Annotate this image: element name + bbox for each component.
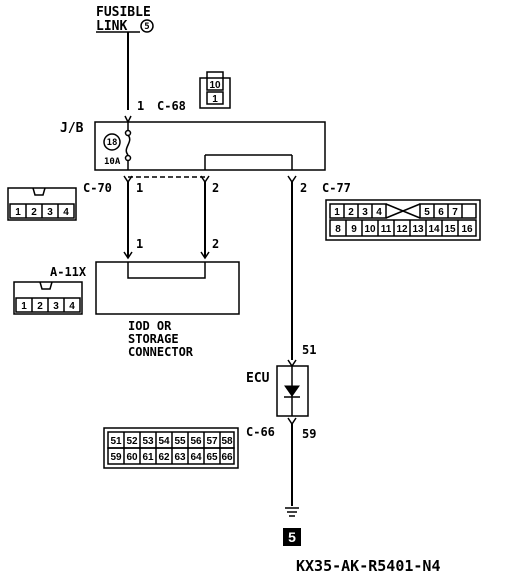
storage-connector-name-line2: STORAGE xyxy=(128,332,179,346)
c66-pin-cell: 62 xyxy=(158,452,170,463)
c77-label: C-77 xyxy=(322,181,351,195)
c66-pin-cell: 57 xyxy=(206,436,218,447)
a11x-label: A-11X xyxy=(50,265,87,279)
c66-pin-cell: 51 xyxy=(110,436,122,447)
c70-pin-right: 2 xyxy=(212,181,219,195)
c70-pin-cell: 1 xyxy=(15,207,21,218)
ecu-pin-out: 59 xyxy=(302,427,316,441)
c66-pin-cell: 56 xyxy=(190,436,202,447)
fusible-link-label-line1: FUSIBLE xyxy=(96,5,151,20)
c66-pin-cell: 54 xyxy=(158,436,170,447)
ground-number: 5 xyxy=(288,529,296,545)
c66-pin-cell: 58 xyxy=(221,436,233,447)
c70-pin-cell: 4 xyxy=(63,207,69,218)
junction-block xyxy=(94,121,326,171)
ecu-pin-out-arrow xyxy=(287,417,297,426)
ground-number-box xyxy=(283,528,301,546)
c77-pin-cell: 1 xyxy=(334,207,340,218)
c77-pin-cell: 5 xyxy=(424,207,430,218)
c66-pin-cell: 60 xyxy=(126,452,138,463)
c70-pin-left: 1 xyxy=(136,181,143,195)
jb-label: J/B xyxy=(60,121,84,136)
fuse-symbol xyxy=(124,129,132,162)
c77-pin-cell: 13 xyxy=(412,224,424,235)
ecu-pin-in: 51 xyxy=(302,343,316,357)
c70-pin-cell: 2 xyxy=(31,207,37,218)
ecu-pin-in-arrow xyxy=(287,359,297,368)
a11x-pin-left: 1 xyxy=(136,237,143,251)
c77-connector-icon: 1 2 3 4 5 6 7 8 9 10 11 12 13 14 15 16 xyxy=(325,199,481,241)
fuse-number-circle xyxy=(103,133,121,151)
c77-pin-cell: 9 xyxy=(351,224,357,235)
ecu-label: ECU xyxy=(246,371,270,386)
c66-pin-cell: 61 xyxy=(142,452,154,463)
c66-connector-icon: 51 52 53 54 55 56 57 58 59 60 61 62 63 6… xyxy=(103,427,239,469)
c77-pin-cell: 16 xyxy=(461,224,473,235)
c77-pin-cell: 6 xyxy=(438,207,444,218)
jb-input-connector-label: C-68 xyxy=(157,99,186,113)
storage-connector-box xyxy=(95,261,240,315)
fuse-connector-label: 10 xyxy=(209,80,221,91)
c66-pin-cell: 66 xyxy=(221,452,233,463)
fuse-connector-pin: 1 xyxy=(212,94,218,105)
fusible-link-number: 5 xyxy=(144,22,149,32)
a11x-pin-right-arrow xyxy=(200,251,210,260)
c66-label: C-66 xyxy=(246,425,275,439)
c77-pin-cell: 15 xyxy=(444,224,456,235)
c77-pin-cell: 3 xyxy=(362,207,368,218)
jb-input-pin: 1 xyxy=(137,99,144,113)
a11x-pin-cell: 4 xyxy=(69,301,75,312)
fuse-connector-icon: 10 1 xyxy=(199,71,231,109)
c66-pin-cell: 64 xyxy=(190,452,202,463)
c77-pin-arrow xyxy=(287,175,297,184)
c66-pin-cell: 52 xyxy=(126,436,138,447)
a11x-pin-cell: 2 xyxy=(37,301,43,312)
c77-pin-cell: 2 xyxy=(348,207,354,218)
jb-input-pin-arrow xyxy=(124,115,132,124)
fuse-amperage: 10A xyxy=(104,157,121,167)
c66-pin-cell: 63 xyxy=(174,452,186,463)
storage-connector-name-line3: CONNECTOR xyxy=(128,345,194,359)
c77-pin: 2 xyxy=(300,181,307,195)
a11x-pin-cell: 3 xyxy=(53,301,59,312)
c77-pin-cell: 11 xyxy=(381,224,392,235)
c66-pin-cell: 53 xyxy=(142,436,154,447)
a11x-pin-left-arrow xyxy=(123,251,133,260)
a11x-pin-right: 2 xyxy=(212,237,219,251)
c77-pin-cell: 4 xyxy=(376,207,382,218)
fuse-number: 18 xyxy=(107,138,118,148)
c66-pin-cell: 55 xyxy=(174,436,186,447)
fusible-link-label-line2: LINK xyxy=(96,19,127,34)
ground-icon xyxy=(285,507,299,517)
c66-pin-cell: 59 xyxy=(110,452,122,463)
storage-connector-jumper xyxy=(127,262,206,279)
c70-label: C-70 xyxy=(83,181,112,195)
c77-pin-cell: 14 xyxy=(428,224,440,235)
c77-pin-cell: 8 xyxy=(335,224,341,235)
fusible-link-number-circle xyxy=(140,19,154,33)
diode-icon xyxy=(284,385,300,398)
a11x-connector-icon: 1 2 3 4 xyxy=(13,281,83,315)
c77-pin-cell: 7 xyxy=(452,207,458,218)
c70-pin-cell: 3 xyxy=(47,207,53,218)
a11x-pin-cell: 1 xyxy=(21,301,27,312)
c77-pin-cell: 12 xyxy=(396,224,408,235)
c66-pin-cell: 65 xyxy=(206,452,218,463)
c77-pin-cell: 10 xyxy=(364,224,376,235)
c70-connector-icon: 1 2 3 4 xyxy=(7,187,77,221)
diagram-code: KX35-AK-R5401-N4 xyxy=(296,557,441,575)
storage-connector-name-line1: IOD OR xyxy=(128,319,172,333)
